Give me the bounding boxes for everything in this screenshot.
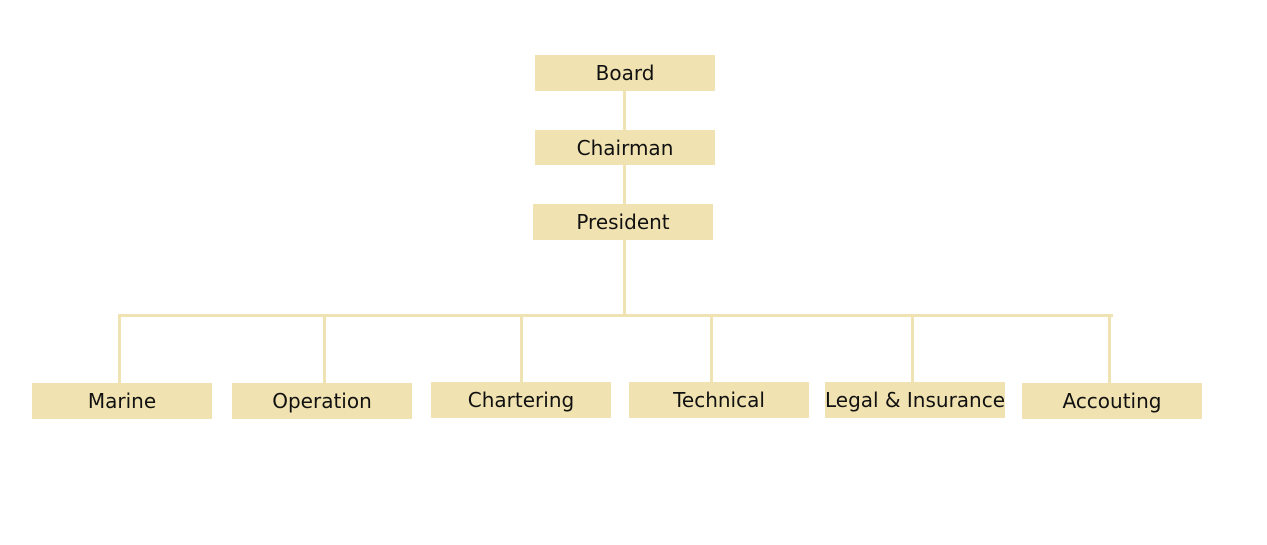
connector-drop-technical: [710, 314, 713, 382]
board-box: Board: [535, 55, 715, 91]
connector-drop-accounting: [1108, 314, 1111, 383]
connector-president-bus: [623, 239, 626, 316]
department-label: Chartering: [467, 388, 575, 412]
department-box-technical: Technical: [629, 382, 809, 418]
chairman-label: Chairman: [576, 135, 674, 160]
department-box-accounting: Accouting: [1022, 383, 1202, 419]
connector-drop-marine: [118, 314, 121, 383]
department-label: Marine: [87, 389, 157, 413]
department-label: Operation: [272, 389, 372, 413]
department-box-marine: Marine: [32, 383, 212, 419]
chairman-box: Chairman: [535, 130, 715, 165]
connector-drop-chartering: [520, 314, 523, 382]
connector-drop-operation: [323, 314, 326, 383]
department-label: Technical: [673, 388, 765, 412]
president-box: President: [533, 204, 713, 240]
department-box-chartering: Chartering: [431, 382, 611, 418]
connector-chairman-president: [623, 164, 626, 205]
president-label: President: [576, 210, 670, 234]
department-box-operation: Operation: [232, 383, 412, 419]
department-box-legal-insurance: Legal & Insurance: [825, 382, 1005, 418]
board-label: Board: [595, 61, 655, 85]
connector-board-chairman: [623, 90, 626, 131]
department-label: Legal & Insurance: [824, 388, 1006, 412]
connector-department-bus: [118, 314, 1113, 317]
connector-drop-legal-insurance: [911, 314, 914, 382]
department-label: Accouting: [1062, 389, 1162, 413]
